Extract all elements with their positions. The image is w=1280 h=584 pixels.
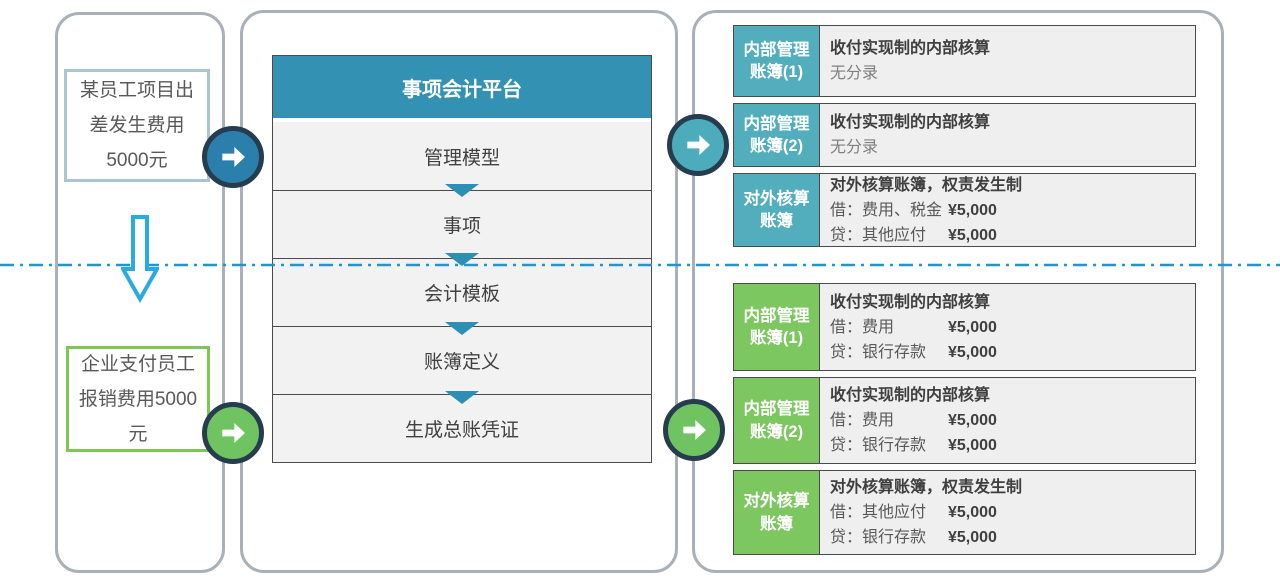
- flow-step-ledger-definition: 账簿定义: [273, 326, 651, 394]
- payment-box: 企业支付员工报销费用5000元: [66, 346, 210, 452]
- arrow-right-icon: [663, 399, 725, 461]
- arrow-down-triangle-icon: [445, 253, 479, 266]
- arrow-right-icon: [202, 402, 264, 464]
- ledger-entry: 贷：其他应付 ¥5,000: [830, 223, 1185, 247]
- ledger-name: 对外核算账簿: [734, 174, 819, 246]
- ledger-entry: 借：费用 ¥5,000: [830, 315, 1185, 340]
- ledger-table-before-payment: 内部管理账簿(1) 收付实现制的内部核算 无分录 内部管理账簿(2) 收付实现制…: [733, 25, 1196, 253]
- ledger-entry: 无分录: [830, 65, 879, 82]
- ledger-name: 内部管理账簿(2): [734, 378, 819, 463]
- ledger-name: 对外核算账簿: [734, 471, 819, 554]
- entry-amount: ¥5,000: [948, 437, 997, 454]
- flow-step-generate-voucher: 生成总账凭证: [273, 394, 651, 462]
- arrow-right-icon: [202, 126, 264, 188]
- ledger-entry: 贷：银行存款 ¥5,000: [830, 340, 1185, 365]
- flow-step-event: 事项: [273, 190, 651, 258]
- divider-dash-line: [0, 263, 1280, 267]
- ledger-row-internal-1: 内部管理账簿(1) 收付实现制的内部核算 借：费用 ¥5,000 贷：银行存款 …: [733, 283, 1196, 371]
- ledger-entry: 贷：银行存款 ¥5,000: [830, 433, 1185, 458]
- entry-amount: ¥5,000: [948, 504, 997, 521]
- ledger-basis: 对外核算账簿，权责发生制: [830, 176, 1023, 194]
- ledger-basis: 收付实现制的内部核算: [830, 114, 991, 131]
- ledger-basis: 收付实现制的内部核算: [830, 387, 991, 404]
- ledger-entry: 借：其他应付 ¥5,000: [830, 500, 1185, 525]
- ledger-row-external: 对外核算账簿 对外核算账簿，权责发生制 借：其他应付 ¥5,000 贷：银行存款…: [733, 470, 1196, 555]
- entry-amount: ¥5,000: [948, 529, 997, 546]
- ledger-name: 内部管理账簿(1): [734, 26, 819, 96]
- ledger-basis: 收付实现制的内部核算: [830, 293, 991, 311]
- ledger-row-internal-2: 内部管理账簿(2) 收付实现制的内部核算 无分录: [733, 103, 1196, 167]
- arrow-right-icon: [667, 114, 729, 176]
- ledger-name: 内部管理账簿(1): [734, 284, 819, 370]
- entry-amount: ¥5,000: [948, 343, 997, 361]
- ledger-name: 内部管理账簿(2): [734, 104, 819, 166]
- trip-expense-box: 某员工项目出差发生费用5000元: [64, 69, 210, 182]
- flow-step-accounting-template: 会计模板: [273, 258, 651, 326]
- ledger-entry: 借：费用 ¥5,000: [830, 408, 1185, 433]
- trip-expense-text: 某员工项目出差发生费用5000元: [79, 80, 194, 171]
- ledger-entry: 借：费用、税金 ¥5,000: [830, 198, 1185, 223]
- arrow-down-triangle-icon: [445, 184, 479, 197]
- arrow-down-triangle-icon: [445, 322, 479, 335]
- payment-text: 企业支付员工报销费用5000元: [78, 353, 198, 445]
- ledger-row-external: 对外核算账簿 对外核算账簿，权责发生制 借：费用、税金 ¥5,000 贷：其他应…: [733, 173, 1196, 247]
- ledger-entry: 贷：银行存款 ¥5,000: [830, 525, 1185, 550]
- ledger-table-after-payment: 内部管理账簿(1) 收付实现制的内部核算 借：费用 ¥5,000 贷：银行存款 …: [733, 283, 1196, 561]
- platform-flowchart: 事项会计平台 管理模型 事项 会计模板 账簿定义 生成总账凭证: [272, 55, 652, 463]
- entry-amount: ¥5,000: [948, 201, 997, 219]
- flowchart-title: 事项会计平台: [273, 56, 651, 118]
- ledger-entry: 无分录: [830, 139, 879, 156]
- arrow-down-triangle-icon: [445, 391, 479, 404]
- ledger-row-internal-1: 内部管理账簿(1) 收付实现制的内部核算 无分录: [733, 25, 1196, 97]
- ledger-row-internal-2: 内部管理账簿(2) 收付实现制的内部核算 借：费用 ¥5,000 贷：银行存款 …: [733, 377, 1196, 464]
- flowchart-header-gap: [273, 118, 651, 122]
- entry-amount: ¥5,000: [948, 318, 997, 336]
- ledger-basis: 收付实现制的内部核算: [830, 40, 991, 57]
- entry-amount: ¥5,000: [948, 412, 997, 429]
- arrow-down-icon: [121, 215, 159, 303]
- entry-amount: ¥5,000: [948, 226, 997, 244]
- flow-step-management-model: 管理模型: [273, 122, 651, 190]
- ledger-basis: 对外核算账簿，权责发生制: [830, 479, 1023, 496]
